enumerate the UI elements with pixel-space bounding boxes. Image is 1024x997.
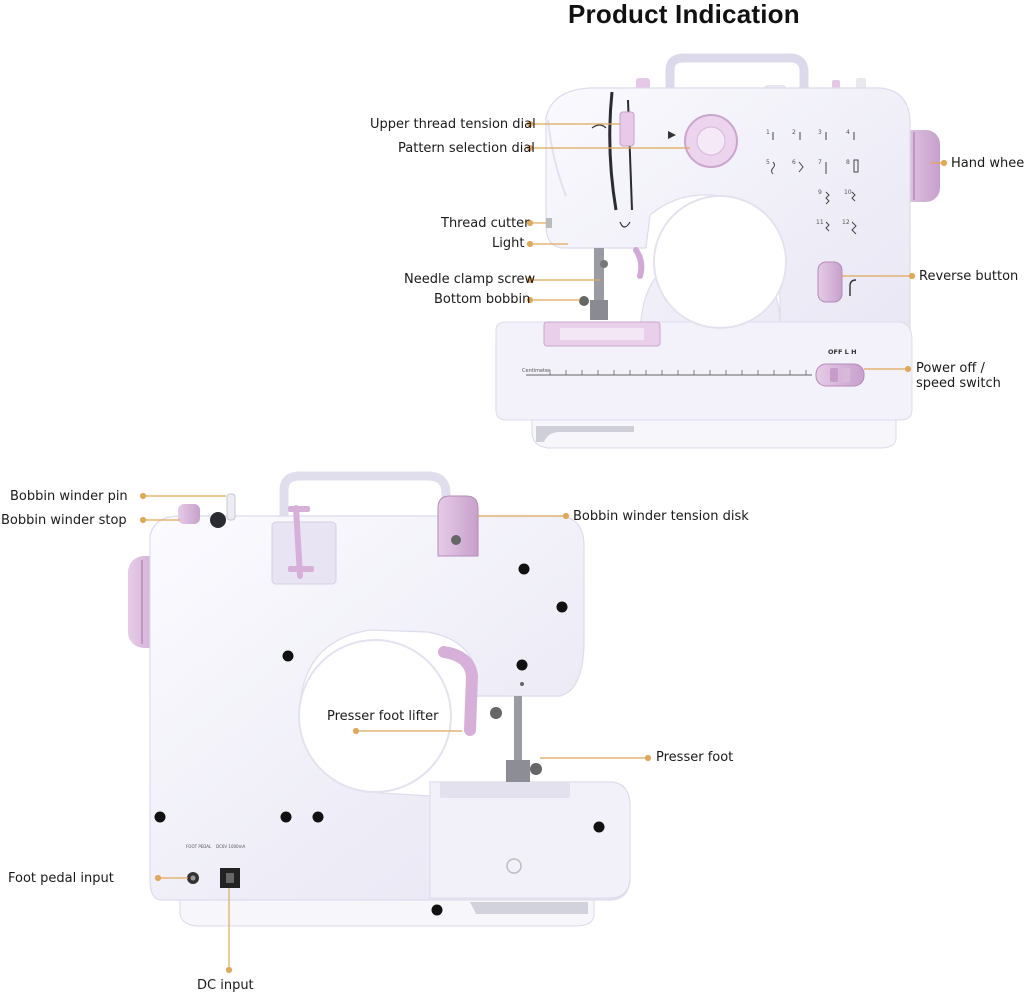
stitch-number: 8 [846,159,850,166]
back-machine: FOOT PEDAL DC6V 1000mA [128,471,631,927]
screw-holes [154,563,605,916]
label-bobbin-winder-pin: Bobbin winder pin [10,489,128,504]
stitch-number: 3 [818,129,822,136]
label-reverse-button: Reverse button [919,269,1019,284]
arm-opening [298,639,452,793]
stitch-number: 7 [818,159,822,166]
label-presser-foot: Presser foot [656,750,734,765]
front-foot [531,419,897,449]
label-foot-pedal-input: Foot pedal input [8,871,114,886]
back-bed [429,781,631,899]
spool-pin [293,505,303,579]
stitch-number: 5 [766,159,770,166]
reverse-button [817,261,843,303]
page-title: Product Indication [568,0,800,29]
needle-bar [514,696,522,762]
presser-foot-lifter [438,646,479,736]
front-machine: 1 2 3 4 5 6 7 8 9 10 11 12 [495,53,940,449]
label-speed-switch: speed switch [916,376,1001,391]
bottom-bobbin-screw [579,296,589,306]
stitch-number: 2 [792,129,796,136]
ruler-ticks [549,370,807,375]
label-pattern-selection-dial: Pattern selection dial [398,141,535,156]
top-knob [856,78,866,90]
bobbin-winder-pin [226,493,236,521]
needle-clamp-screw [490,707,502,719]
label-dc-input: DC input [197,978,254,993]
bobbin-winder-tension-disk [437,495,479,557]
label-upper-thread-tension-dial: Upper thread tension dial [370,117,536,132]
switch-legend: OFF L H [828,348,857,356]
stitch-number: 11 [816,219,824,226]
stitch-number: 10 [844,189,852,196]
label-thread-cutter: Thread cutter [441,216,530,231]
top-knob [636,78,650,90]
stitch-number: 12 [842,219,850,226]
label-hand-wheel: Hand wheel [951,156,1024,171]
port-label: DC6V 1000mA [216,844,246,849]
needle-bar [594,248,604,300]
label-bottom-bobbin: Bottom bobbin [434,292,531,307]
tension-dial [619,111,635,147]
dial-pointer-arrow [668,131,676,139]
stitch-pattern-chart: 1 2 3 4 5 6 7 8 9 10 11 12 [766,129,852,226]
arm-opening [653,195,787,329]
stitch-number: 4 [846,129,850,136]
ruler-label: Centimeter [522,368,551,374]
power-speed-switch [815,363,865,387]
label-power-off: Power off / [916,361,985,376]
presser-lever [633,247,645,279]
label-presser-foot-lifter: Presser foot lifter [327,709,439,724]
thread-cutter [546,218,552,228]
label-bobbin-winder-stop: Bobbin winder stop [1,513,127,528]
carry-handle [279,471,451,525]
label-light: Light [492,236,525,251]
label-bobbin-winder-tension-disk: Bobbin winder tension disk [573,509,749,524]
stitch-number: 6 [792,159,796,166]
stitch-number: 9 [818,189,822,196]
port-label: FOOT PEDAL [186,844,212,849]
bobbin-winder-stop [178,504,200,524]
carry-handle [665,53,809,101]
spool-recess [271,521,337,585]
leader-lines [139,120,948,974]
round-button [506,858,522,874]
label-needle-clamp-screw: Needle clamp screw [404,272,536,287]
stitch-number: 1 [766,129,770,136]
needle-clamp-screw [600,260,608,268]
